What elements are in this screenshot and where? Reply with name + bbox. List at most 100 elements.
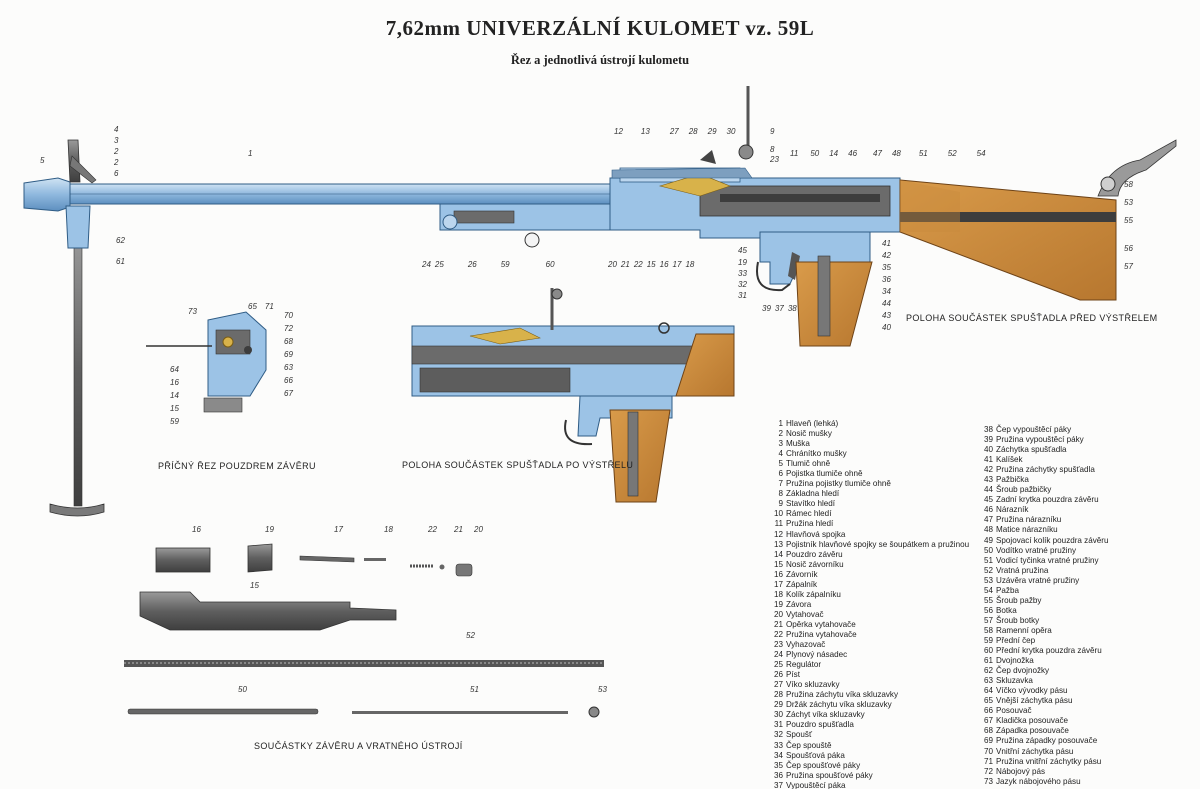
legend-text: Pružina západky posouvače <box>996 736 1098 746</box>
legend-number: 68 <box>983 726 993 736</box>
legend-number: 8 <box>778 489 783 499</box>
legend-text: Držák záchytu víka skluzavky <box>786 700 892 710</box>
legend-text: Šroub botky <box>996 615 1040 625</box>
part-20 <box>455 563 473 577</box>
cross-section-detail <box>146 311 267 413</box>
part-51 <box>352 711 568 714</box>
legend-number: 70 <box>983 746 993 756</box>
callouts-cross-left: 64 16 14 15 59 <box>170 365 179 426</box>
legend-number: 15 <box>773 559 783 569</box>
trigger-guard <box>756 261 791 292</box>
legend-number: 62 <box>983 666 993 676</box>
stock <box>899 179 1117 301</box>
legend-text: Šroub pažby <box>996 595 1042 605</box>
legend-number: 10 <box>773 509 783 519</box>
legend-text: Pažba <box>996 585 1019 595</box>
legend-text: Pružina vypouštěcí páky <box>996 435 1084 445</box>
legend-text: Hlavňová spojka <box>786 529 846 539</box>
legend-number: 36 <box>773 770 783 780</box>
legend-text: Vodítko vratné pružiny <box>996 545 1077 555</box>
legend-number: 17 <box>773 579 783 589</box>
legend-number: 9 <box>778 499 783 509</box>
legend-text: Opěrka vytahovače <box>786 619 856 629</box>
bolt-parts <box>124 543 604 718</box>
legend-text: Spoušťová páka <box>786 750 845 760</box>
legend-number: 11 <box>774 519 783 529</box>
legend-text: Nosič závorníku <box>786 559 844 569</box>
part-18 <box>364 558 386 561</box>
legend-text: Ramenní opěra <box>996 625 1052 635</box>
callout-part-50: 50 <box>238 685 247 694</box>
caption-bolt-parts: SOUČÁSTKY ZÁVĚRU A VRATNÉHO ÚSTROJÍ <box>254 741 463 751</box>
legend-text: Vytahovač <box>786 609 824 619</box>
legend-number: 26 <box>773 670 783 680</box>
legend-text: Víčko vývodky pásu <box>996 686 1068 696</box>
legend-number: 38 <box>983 425 993 434</box>
legend-text: Pružina nárazníku <box>996 515 1062 525</box>
legend-text: Pružina hledí <box>786 519 834 529</box>
legend-number: 34 <box>773 750 783 760</box>
legend-number: 30 <box>773 710 783 720</box>
legend-text: Spoušť <box>786 730 812 740</box>
legend-text: Uzávěra vratné pružiny <box>996 575 1080 585</box>
legend-number: 37 <box>773 780 783 789</box>
callout-part-21: 21 <box>454 525 463 534</box>
bipod-leg <box>73 235 83 507</box>
callouts-stock-right: 58 53 55 56 57 <box>1124 180 1133 271</box>
legend-number: 5 <box>778 459 783 469</box>
legend-text: Plynový násadec <box>786 650 848 660</box>
pistol-grip <box>795 261 873 347</box>
callouts-front-cluster: 4 3 2 2 6 <box>114 125 119 178</box>
legend-text: Pružina pojistky tlumiče ohně <box>786 479 891 489</box>
legend-text: Vodicí tyčinka vratné pružiny <box>996 555 1099 565</box>
callout-73: 73 <box>188 307 197 316</box>
callout-61: 61 <box>116 257 125 266</box>
legend-number: 43 <box>983 475 993 485</box>
legend-number: 14 <box>773 549 783 559</box>
legend-number: 48 <box>983 525 993 535</box>
legend-number: 12 <box>773 529 783 539</box>
legend-number: 60 <box>983 646 993 656</box>
legend-number: 18 <box>773 589 783 599</box>
callout-part-15: 15 <box>250 581 259 590</box>
legend-number: 63 <box>983 676 993 686</box>
legend-number: 13 <box>773 539 783 549</box>
bipod-foot <box>49 503 105 517</box>
legend-text: Pružina záchytu víka skluzavky <box>786 690 899 700</box>
part-16 <box>155 547 211 573</box>
legend-number: 41 <box>983 455 993 465</box>
legend-number: 44 <box>983 485 993 495</box>
legend-text: Vnější záchytka pásu <box>996 696 1073 706</box>
legend-number: 19 <box>773 599 783 609</box>
legend-number: 56 <box>983 605 993 615</box>
part-50 <box>127 708 319 715</box>
flash-hider <box>23 177 71 212</box>
callout-part-16: 16 <box>192 525 201 534</box>
